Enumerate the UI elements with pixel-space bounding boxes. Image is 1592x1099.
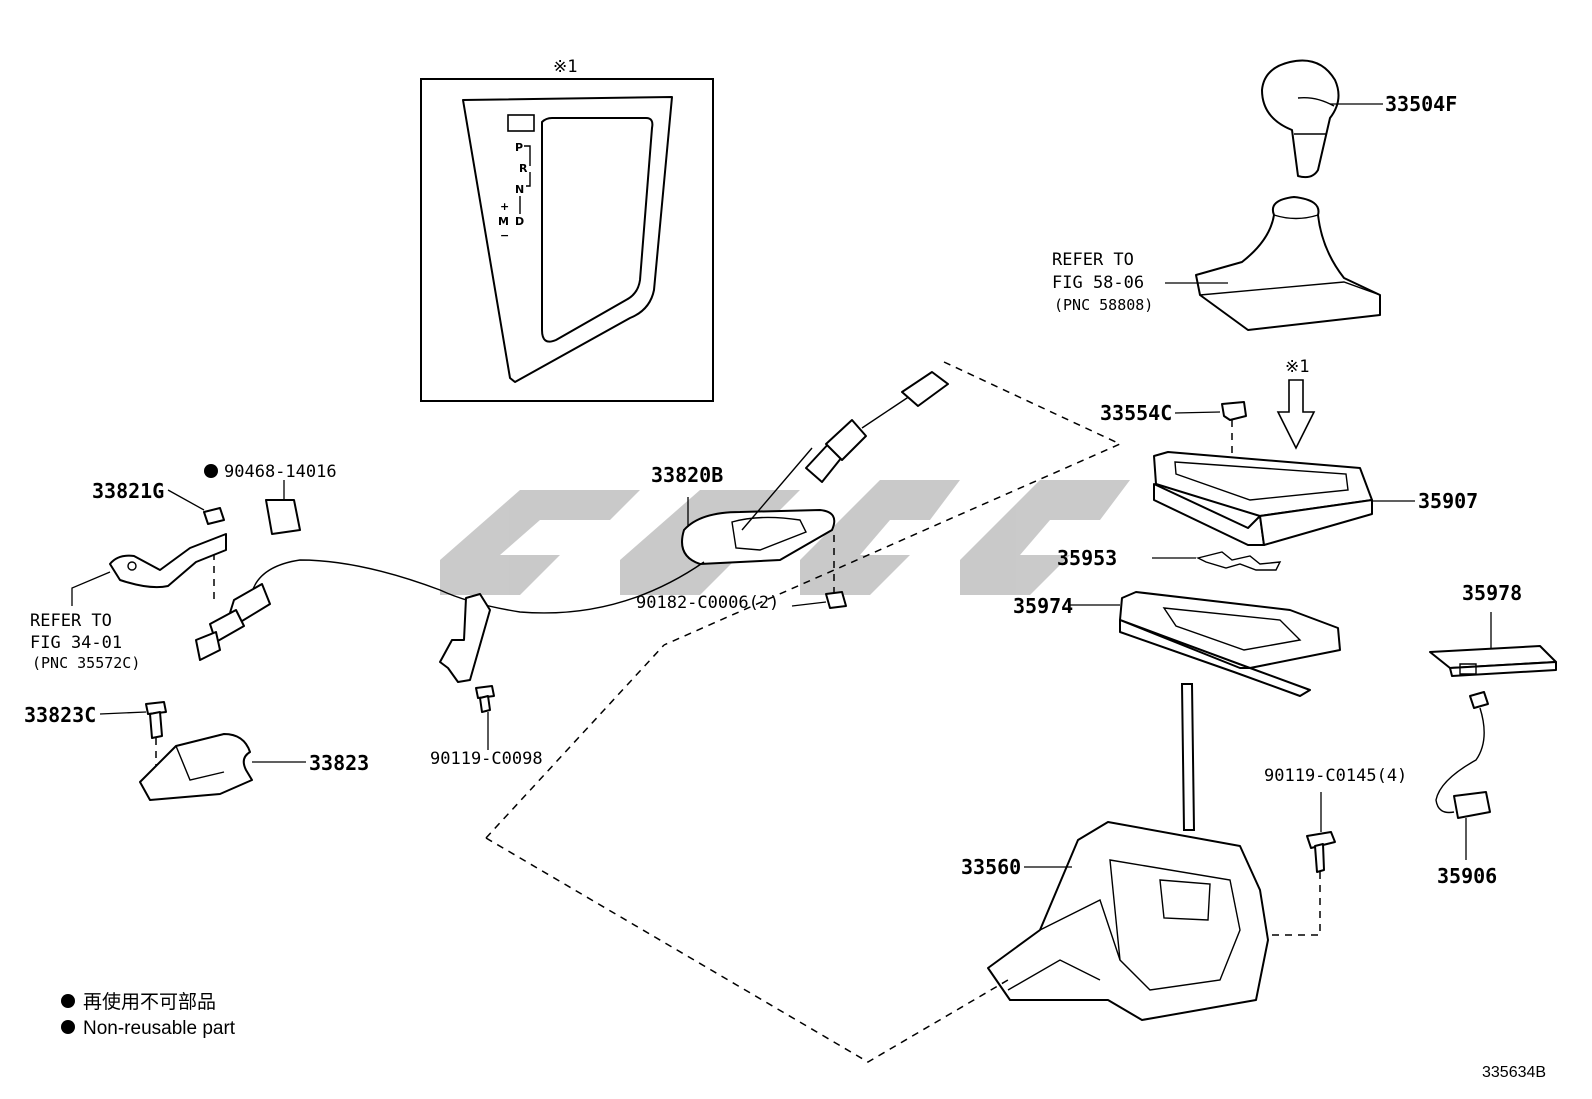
- arrow-mark: ※1: [1285, 357, 1309, 377]
- callout-33504f: 33504F: [1385, 92, 1457, 116]
- plate-part: 35974: [1013, 591, 1341, 697]
- gate-label-minus: −: [500, 229, 509, 242]
- refer-34-line2: FIG 34-01: [30, 633, 122, 653]
- screw-90119-c0145: 90119-C0145(4): [1264, 766, 1407, 936]
- callout-33823c: 33823C: [24, 703, 96, 727]
- gate-label-p: P: [515, 141, 523, 154]
- shift-cable: 33820B 90182-C0006(2): [251, 371, 949, 614]
- callout-33554c: 33554C: [1100, 401, 1172, 425]
- refer-58-line2: FIG 58-06: [1052, 273, 1144, 293]
- shift-lever-assy: 33560: [961, 683, 1269, 1021]
- cable-end: [195, 540, 271, 661]
- callout-33821g: 33821G: [92, 479, 164, 503]
- callout-arrow: ※1: [1276, 357, 1316, 450]
- cable-bracket: 90119-C0098: [430, 593, 543, 769]
- callout-90119-c0145: 90119-C0145(4): [1264, 766, 1407, 786]
- legend: 再使用不可部品 Non-reusable part: [61, 991, 236, 1039]
- callout-33820b: 33820B: [651, 463, 723, 487]
- shift-knob: 33504F: [1261, 59, 1457, 179]
- callout-90182-c0006: 90182-C0006(2): [636, 593, 779, 613]
- legend-dot-en: [61, 1020, 75, 1034]
- bracket-33823: 33823: [139, 733, 369, 801]
- gate-label-plus: +: [500, 200, 509, 213]
- callout-35974: 35974: [1013, 594, 1073, 618]
- refer-58-line3: (PNC 58808): [1054, 296, 1153, 314]
- non-reusable-dot: [204, 464, 218, 478]
- bolt-33823c: 33823C: [24, 701, 167, 780]
- callout-35907: 35907: [1418, 489, 1478, 513]
- housing-part: 35907: [1153, 451, 1478, 546]
- cap-part: 33554C: [1100, 401, 1247, 480]
- figure-id: 335634B: [1482, 1064, 1546, 1081]
- gate-label-d: D: [515, 215, 524, 228]
- legend-en: Non-reusable part: [83, 1018, 236, 1039]
- gate-label-r: R: [519, 162, 528, 175]
- refer-34-line3: (PNC 35572C): [32, 654, 140, 672]
- refer-58-line1: REFER TO: [1052, 250, 1134, 270]
- legend-dot-jp: [61, 994, 75, 1008]
- gate-label-n: N: [515, 183, 524, 196]
- gate-plate-callout: ※1 P R N D M + −: [420, 57, 714, 402]
- callout-90119-c0098: 90119-C0098: [430, 749, 543, 769]
- clip-90468: 90468-14016: [204, 462, 337, 535]
- callout-box-title: ※1: [553, 57, 577, 77]
- callout-33560: 33560: [961, 855, 1021, 879]
- assembly-outline: [485, 361, 1122, 1063]
- assembly-outline-left: [485, 644, 665, 839]
- spring-part: 35953: [1057, 546, 1282, 571]
- shift-boot: REFER TO FIG 58-06 (PNC 58808): [1052, 196, 1381, 331]
- callout-35953: 35953: [1057, 546, 1117, 570]
- callout-35906: 35906: [1437, 864, 1497, 888]
- nut-33821g: 33821G: [92, 479, 225, 525]
- callout-90468-14016: 90468-14016: [224, 462, 337, 482]
- callout-33823: 33823: [309, 751, 369, 775]
- callout-35978: 35978: [1462, 581, 1522, 605]
- lever-bracket: REFER TO FIG 34-01 (PNC 35572C): [30, 533, 227, 672]
- gate-label-m: M: [498, 215, 509, 228]
- sensor-board-part: 35978: [1429, 581, 1557, 677]
- refer-34-line1: REFER TO: [30, 611, 112, 631]
- legend-jp: 再使用不可部品: [83, 991, 216, 1013]
- harness-part: 35906: [1435, 691, 1497, 888]
